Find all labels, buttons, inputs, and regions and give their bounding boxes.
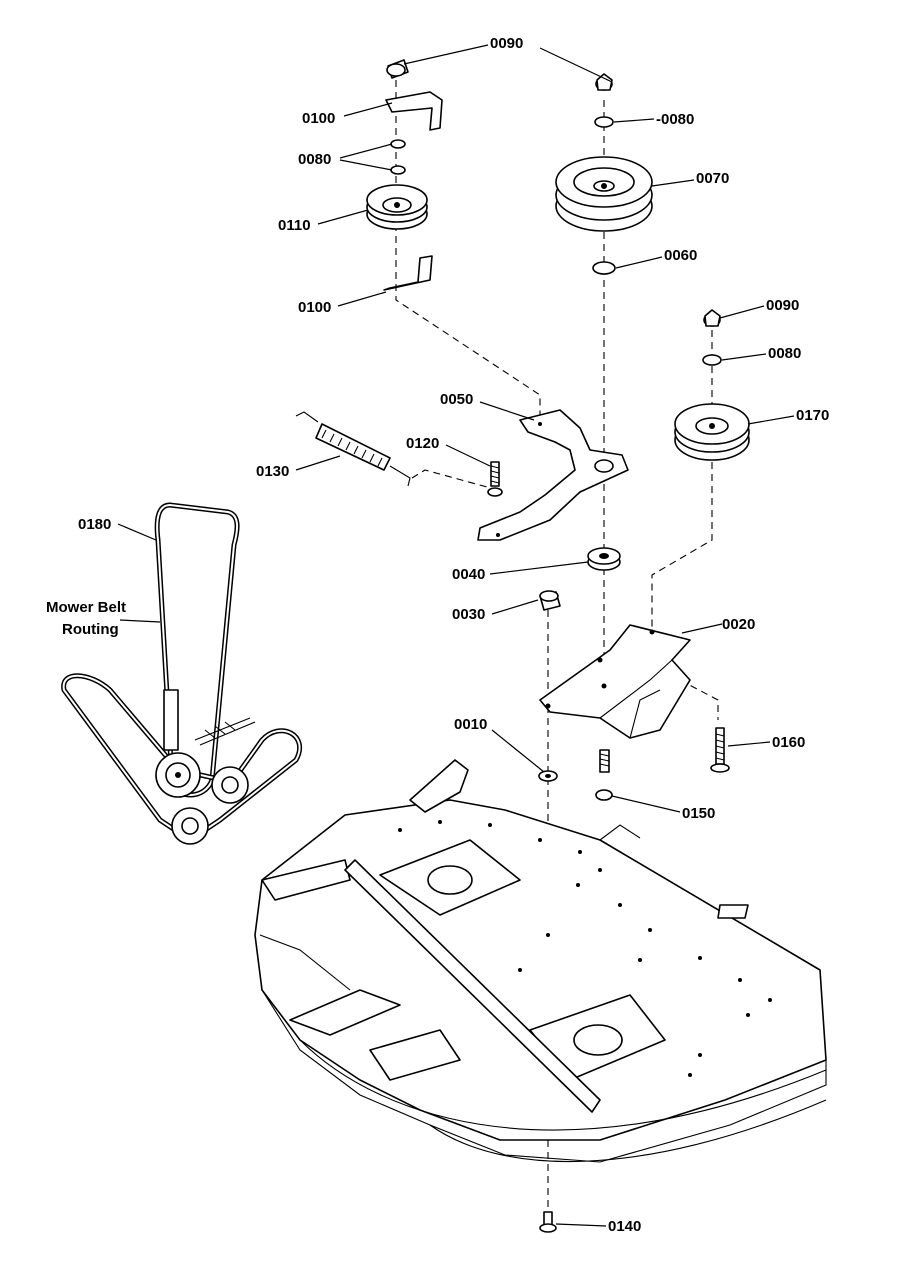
leader-lines [117, 44, 795, 1227]
bolt-0160 [710, 727, 730, 773]
label-0090-lower-right: 0090 [766, 297, 799, 314]
label-0150: 0150 [682, 805, 715, 822]
label-0020: 0020 [722, 616, 755, 633]
label-0130: 0130 [256, 463, 289, 480]
label-0170: 0170 [796, 407, 829, 424]
spacer-0040 [587, 547, 621, 571]
label-0160: 0160 [772, 734, 805, 751]
label-0030: 0030 [452, 606, 485, 623]
washer-0080-lower-right [702, 354, 722, 366]
label-0080-left: 0080 [298, 151, 331, 168]
pulley-0070 [555, 156, 653, 232]
nut-0090-right [595, 73, 613, 91]
bushing-0030 [539, 590, 561, 611]
label-0140: 0140 [608, 1218, 641, 1235]
label-0110: 0110 [278, 217, 311, 234]
bracket-0020 [539, 624, 691, 739]
mower-deck [254, 759, 827, 1163]
label-0040: 0040 [452, 566, 485, 583]
label-0080-lower-right: 0080 [768, 345, 801, 362]
label-0050: 0050 [440, 391, 473, 408]
bracket-0100-top [385, 91, 443, 131]
label-0100-bottom: 0100 [298, 299, 331, 316]
bracket-0100-bottom [383, 255, 433, 291]
label-0080-right: -0080 [656, 111, 694, 128]
spacer-0060 [592, 261, 616, 275]
nut-0090-lower-right [703, 309, 721, 327]
belt-routing-inset [61, 502, 303, 845]
spring-0150 [595, 749, 613, 801]
label-0090-top: 0090 [490, 35, 523, 52]
belt-routing-line1: Mower Belt [46, 599, 126, 616]
label-0060: 0060 [664, 247, 697, 264]
bolt-0140 [539, 1211, 557, 1233]
pulley-0170 [674, 403, 750, 461]
label-0010: 0010 [454, 716, 487, 733]
label-0180: 0180 [78, 516, 111, 533]
washer-0010 [538, 770, 558, 782]
label-0070: 0070 [696, 170, 729, 187]
pulley-0110 [366, 184, 428, 230]
washer-0080-left [390, 139, 406, 175]
belt-routing-line2: Routing [62, 621, 119, 638]
idler-arm-0050 [477, 409, 629, 541]
label-0100-top: 0100 [302, 110, 335, 127]
washer-0080-right [594, 116, 614, 128]
label-0120: 0120 [406, 435, 439, 452]
bolt-0120 [487, 461, 503, 497]
callout-labels: 0090 0100 0080 0110 0100 -0080 0070 0060… [46, 35, 829, 1235]
nut-0090-left [386, 59, 409, 79]
spring-0130 [295, 411, 411, 487]
